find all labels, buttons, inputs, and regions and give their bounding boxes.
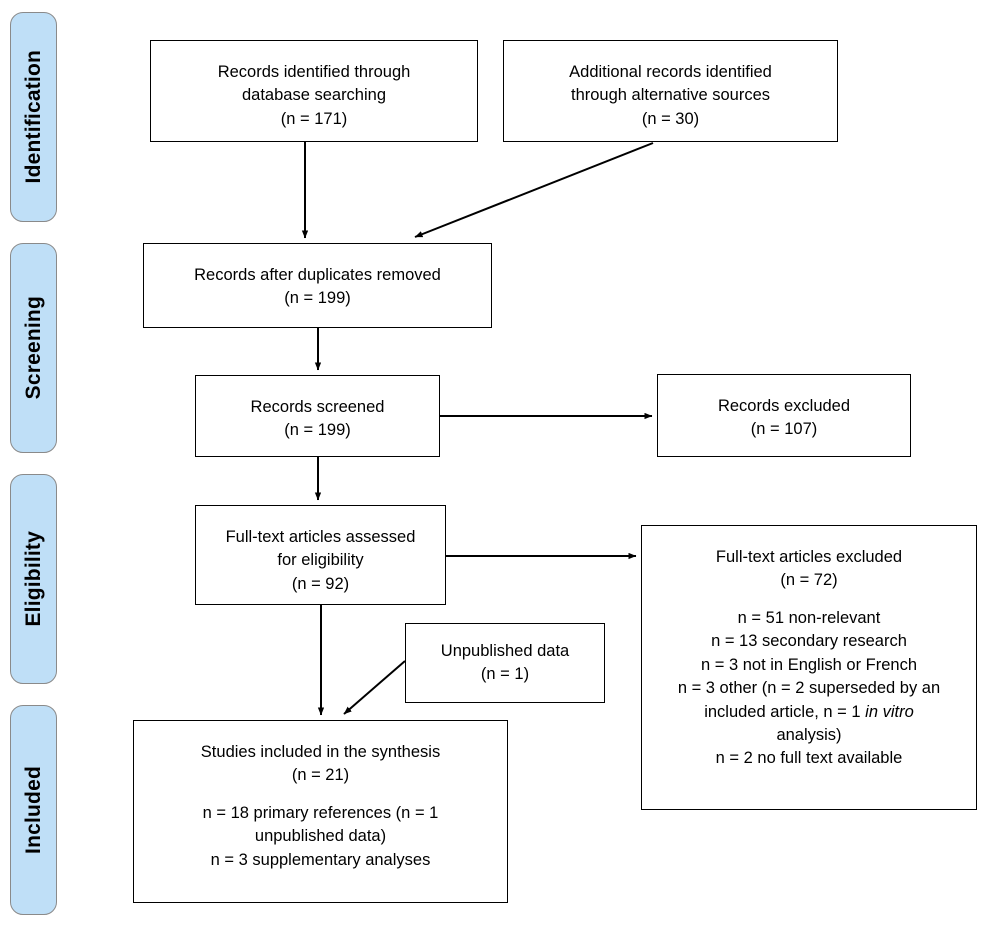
box-after-duplicates-text: Records after duplicates removed (n = 19… — [194, 266, 441, 308]
box-studies-included-detail-2: n = 3 supplementary analyses — [210, 850, 431, 869]
box-studies-included-heading: Studies included in the synthesis (n = 2… — [200, 743, 441, 785]
box-records-screened-text: Records screened (n = 199) — [250, 398, 385, 440]
box-fulltext-excluded-heading: Full-text articles excluded (n = 72) — [715, 548, 903, 590]
reason-4-part-b: analysis) — [776, 725, 842, 744]
box-fulltext-excluded-reason-1: n = 51 non-relevant — [737, 608, 881, 627]
box-fulltext-assessed-text: Full-text articles assessed for eligibil… — [225, 528, 416, 593]
box-records-excluded-text: Records excluded (n = 107) — [717, 397, 851, 439]
box-additional-records-text: Additional records identified through al… — [569, 63, 772, 128]
box-fulltext-excluded-reason-4: n = 3 other (n = 2 superseded by an incl… — [670, 677, 948, 747]
box-after-duplicates: Records after duplicates removed (n = 19… — [143, 243, 492, 328]
box-studies-included-detail-1: n = 18 primary references (n = 1 unpubli… — [202, 803, 439, 846]
box-additional-records: Additional records identified through al… — [503, 40, 838, 142]
box-studies-included: Studies included in the synthesis (n = 2… — [133, 720, 508, 903]
stage-label-identification: Identification — [22, 50, 45, 184]
reason-4-in-vitro: in vitro — [865, 702, 914, 721]
box-records-identified: Records identified through database sear… — [150, 40, 478, 142]
reason-4-part-a: n = 3 other (n = 2 superseded by an incl… — [677, 679, 941, 721]
arrow-unpublished-to-included — [343, 660, 406, 715]
box-fulltext-excluded-reason-3: n = 3 not in English or French — [701, 655, 917, 674]
box-fulltext-assessed: Full-text articles assessed for eligibil… — [195, 505, 446, 605]
box-fulltext-excluded-reason-5: n = 2 no full text available — [715, 749, 903, 768]
box-fulltext-excluded-reason-2: n = 13 secondary research — [711, 632, 907, 651]
stage-label-included: Included — [22, 766, 45, 854]
box-records-excluded: Records excluded (n = 107) — [657, 374, 911, 457]
stage-label-screening: Screening — [22, 296, 45, 400]
stage-pill-identification: Identification — [10, 12, 57, 222]
stage-pill-screening: Screening — [10, 243, 57, 453]
box-unpublished-data: Unpublished data (n = 1) — [405, 623, 605, 703]
box-unpublished-data-text: Unpublished data (n = 1) — [440, 642, 570, 684]
stage-label-eligibility: Eligibility — [22, 531, 45, 627]
box-records-screened: Records screened (n = 199) — [195, 375, 440, 457]
box-records-identified-text: Records identified through database sear… — [217, 63, 411, 128]
stage-pill-eligibility: Eligibility — [10, 474, 57, 684]
box-fulltext-excluded: Full-text articles excluded (n = 72) n =… — [641, 525, 977, 810]
stage-pill-included: Included — [10, 705, 57, 915]
arrow-additional-to-duplicates — [414, 142, 654, 238]
